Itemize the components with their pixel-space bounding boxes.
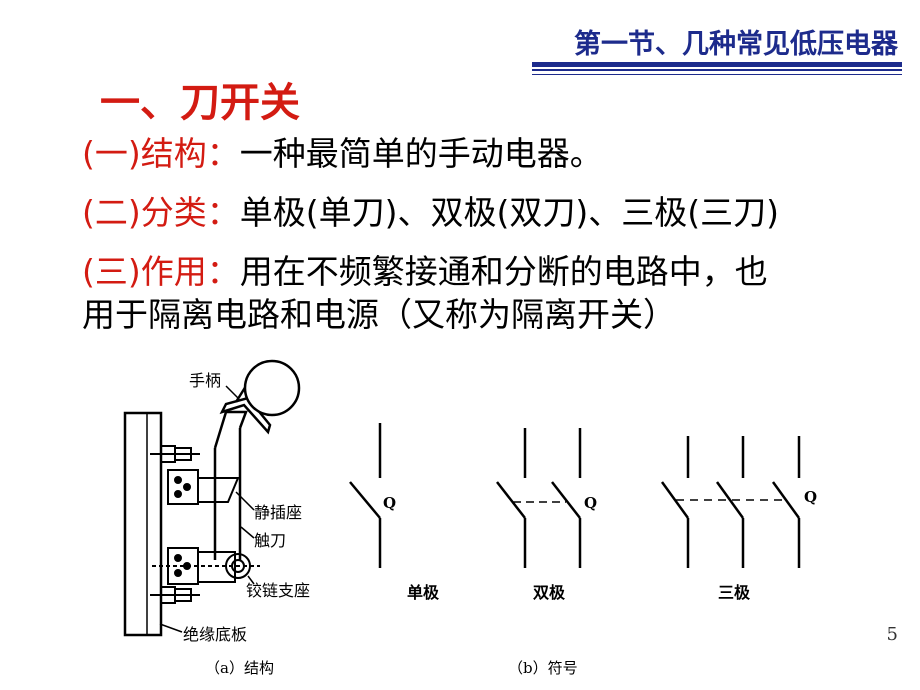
label-single-pole: 单极 xyxy=(407,583,440,602)
symbol-double-pole xyxy=(496,428,582,568)
insulating-base-plate xyxy=(123,411,163,637)
caption-structure: （a）结构 xyxy=(205,659,274,677)
contact-blade xyxy=(213,410,248,560)
label-double-pole: 双极 xyxy=(533,583,566,602)
line-text: 单极(单刀)、双极(双刀)、三极(三刀) xyxy=(239,193,779,232)
structure-diagram xyxy=(123,359,301,637)
symbol-single-pole xyxy=(349,423,382,568)
handle xyxy=(219,359,301,435)
line-label: (二)分类： xyxy=(82,193,240,232)
header-rule-thin xyxy=(532,69,902,71)
caption-symbol: （b）符号 xyxy=(508,659,578,677)
text-line-function: (三)作用：用在不频繁接通和分断的电路中，也 xyxy=(82,252,768,292)
header-rule-thinner xyxy=(532,74,902,75)
text-line-function-cont: 用于隔离电路和电源（又称为隔离开关） xyxy=(82,295,676,335)
hinge-support xyxy=(152,547,260,585)
line-label: (一)结构： xyxy=(82,134,240,173)
label-handle: 手柄 xyxy=(189,371,221,390)
page-number: 5 xyxy=(886,624,898,645)
text-line-structure: (一)结构：一种最简单的手动电器。 xyxy=(82,134,603,174)
q-label-triple: Q xyxy=(804,488,817,506)
text-line-classification: (二)分类：单极(单刀)、双极(双刀)、三极(三刀) xyxy=(82,193,779,233)
label-hinge-support: 铰链支座 xyxy=(246,581,310,600)
label-insulating-base: 绝缘底板 xyxy=(183,625,247,644)
section-heading: 一、刀开关 xyxy=(100,80,300,126)
q-label-double: Q xyxy=(584,494,597,512)
static-socket xyxy=(167,469,240,505)
header-title: 第一节、几种常见低压电器 xyxy=(574,29,898,60)
line-label: (三)作用： xyxy=(82,252,240,291)
symbol-triple-pole xyxy=(660,436,801,568)
label-triple-pole: 三极 xyxy=(718,583,751,602)
bolt-bottom xyxy=(150,586,200,604)
header-rule-thick xyxy=(532,62,902,67)
label-static-socket: 静插座 xyxy=(254,503,302,522)
line-text: 用在不频繁接通和分断的电路中，也 xyxy=(239,252,768,291)
line-text: 一种最简单的手动电器。 xyxy=(239,134,603,173)
q-label-single: Q xyxy=(383,494,396,512)
bolt-top xyxy=(150,445,200,463)
line-text: 用于隔离电路和电源（又称为隔离开关） xyxy=(82,295,676,334)
label-contact-blade: 触刀 xyxy=(254,531,286,550)
